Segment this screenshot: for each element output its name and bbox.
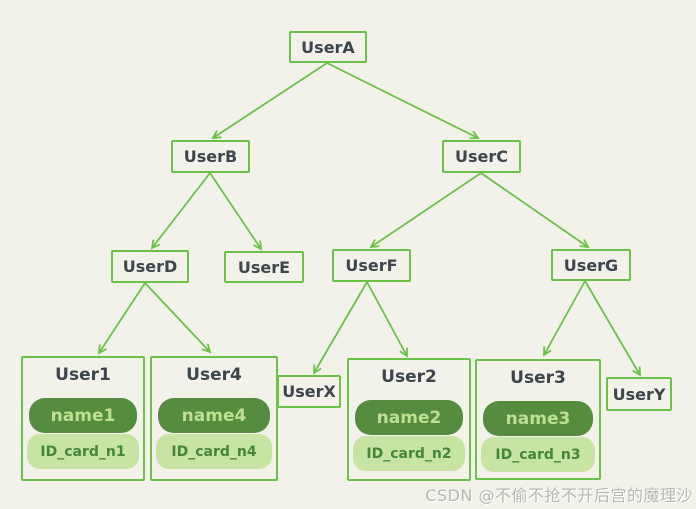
name-field-pill: name4 bbox=[158, 398, 270, 433]
edge-userg-usery bbox=[584, 280, 640, 375]
tree-node-usery: UserY bbox=[606, 377, 672, 411]
edge-userd-user1 bbox=[99, 282, 146, 353]
id-card-field-pill: ID_card_n2 bbox=[353, 436, 465, 471]
user-card-title: User1 bbox=[55, 365, 111, 385]
tree-node-usera: UserA bbox=[289, 31, 367, 63]
tree-node-userb: UserB bbox=[171, 140, 250, 173]
edge-userg-user3 bbox=[544, 280, 586, 355]
name-field-pill: name1 bbox=[29, 398, 137, 433]
edge-userb-userd bbox=[152, 172, 211, 248]
name-field-pill: name3 bbox=[483, 401, 593, 436]
name-field-pill: name2 bbox=[355, 400, 463, 435]
edge-userc-userg bbox=[480, 172, 588, 247]
user-card-title: User4 bbox=[186, 365, 242, 385]
tree-node-userd: UserD bbox=[111, 250, 189, 283]
csdn-watermark: CSDN @不偷不抢不开后宫的魔理沙 bbox=[425, 486, 693, 505]
edge-userc-userf bbox=[371, 172, 482, 247]
edge-userf-user2 bbox=[366, 281, 407, 356]
id-card-field-pill: ID_card_n1 bbox=[27, 434, 139, 469]
tree-node-userg: UserG bbox=[551, 249, 631, 281]
edge-usera-userc bbox=[326, 62, 478, 138]
user-card-user1: User1 name1 ID_card_n1 bbox=[21, 356, 145, 481]
user-card-user2: User2 name2 ID_card_n2 bbox=[347, 358, 471, 481]
user-card-user4: User4 name4 ID_card_n4 bbox=[150, 356, 278, 481]
tree-node-userf: UserF bbox=[332, 249, 411, 282]
edge-userb-usere bbox=[209, 172, 261, 249]
id-card-field-pill: ID_card_n3 bbox=[481, 437, 595, 472]
tree-node-usere: UserE bbox=[224, 251, 304, 283]
tree-node-userc: UserC bbox=[442, 140, 521, 173]
edge-userd-user4 bbox=[144, 282, 210, 352]
user-card-title: User3 bbox=[510, 368, 566, 388]
edge-usera-userb bbox=[213, 62, 328, 138]
user-card-user3: User3 name3 ID_card_n3 bbox=[475, 359, 601, 480]
tree-node-userx: UserX bbox=[277, 375, 341, 408]
user-card-title: User2 bbox=[381, 367, 437, 387]
edge-userf-userx bbox=[314, 281, 368, 373]
id-card-field-pill: ID_card_n4 bbox=[156, 434, 272, 469]
